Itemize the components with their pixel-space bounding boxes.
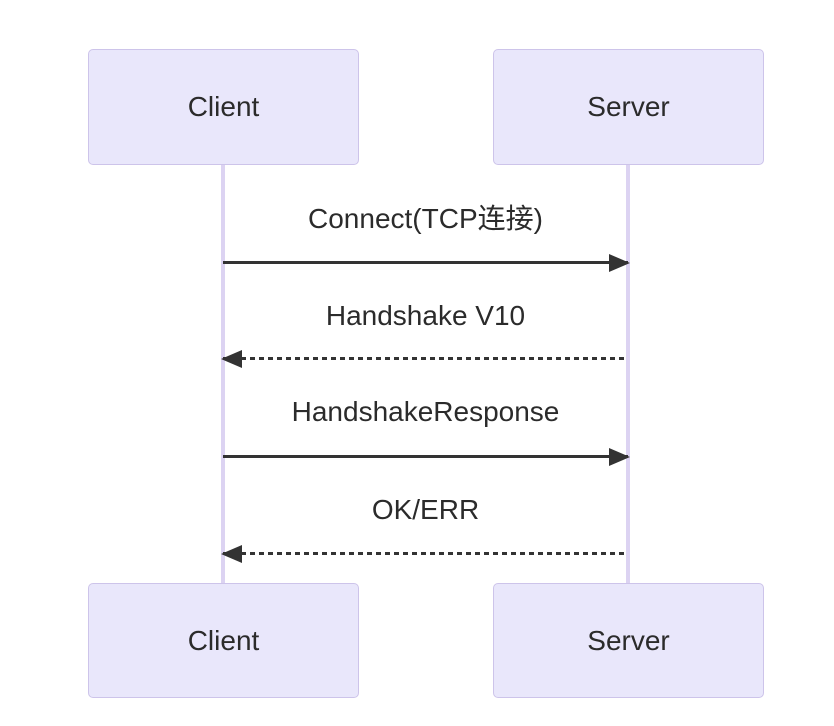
- actor-label: Client: [187, 91, 260, 122]
- actor-bottom-client: Client: [88, 583, 359, 698]
- actor-top-server: Server: [493, 49, 764, 165]
- actor-bottom-server: Server: [493, 583, 764, 698]
- message-label: OK/ERR: [371, 494, 480, 525]
- arrowhead-right-icon: [609, 253, 630, 272]
- lifeline-client: [221, 165, 225, 583]
- message-label: Connect(TCP连接): [308, 203, 543, 234]
- arrowhead-left-icon: [221, 349, 242, 368]
- message-label: Handshake V10: [325, 300, 526, 331]
- actor-label: Server: [587, 624, 670, 656]
- message-arrow: [221, 349, 628, 368]
- actor-label: Client: [187, 624, 260, 656]
- lifeline-server: [626, 165, 630, 583]
- actor-top-client: Client: [88, 49, 359, 165]
- arrowhead-right-icon: [609, 447, 630, 466]
- arrowhead-left-icon: [221, 544, 242, 563]
- actor-label: Server: [587, 91, 670, 122]
- message-label: HandshakeResponse: [291, 396, 560, 427]
- message-arrow: [223, 447, 630, 466]
- message-arrow: [221, 544, 628, 563]
- message-arrow: [223, 253, 630, 272]
